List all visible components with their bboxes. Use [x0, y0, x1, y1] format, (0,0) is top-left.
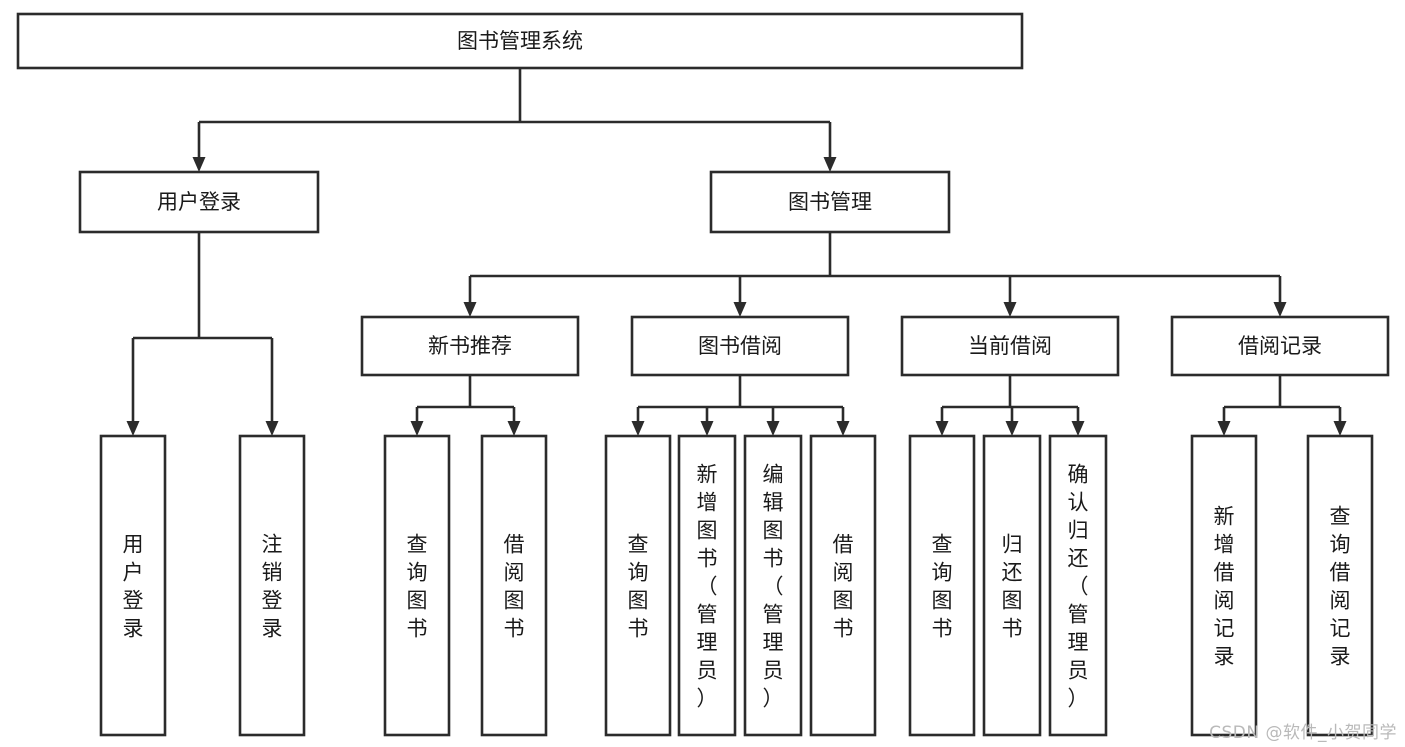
node-box-current	[900, 315, 1120, 377]
node-box-leaf-bk-edit	[743, 434, 803, 737]
node-box-leaf-cb-query	[908, 434, 976, 737]
arrow-head-icon	[1273, 302, 1287, 317]
node-label-leaf-bk-add: 新增图书（管理员）	[697, 462, 718, 710]
arrow-head-icon	[935, 421, 949, 436]
node-leaf-rec-add[interactable]: 新增借阅记录	[1190, 434, 1258, 737]
node-box-leaf-user-login	[99, 434, 167, 737]
arrow-head-icon	[700, 421, 714, 436]
node-leaf-nb-query[interactable]: 查询图书	[383, 434, 451, 737]
node-box-login	[78, 170, 320, 234]
node-newbook[interactable]: 新书推荐	[360, 315, 580, 377]
node-records[interactable]: 借阅记录	[1170, 315, 1390, 377]
node-box-leaf-nb-borrow	[480, 434, 548, 737]
node-box-records	[1170, 315, 1390, 377]
node-label-leaf-cb-confirm: 确认归还（管理员）	[1068, 462, 1089, 710]
arrow-head-icon	[1333, 421, 1347, 436]
node-label-leaf-rec-query: 查询借阅记录	[1330, 504, 1351, 668]
node-label-leaf-user-logout: 注销登录	[262, 532, 283, 640]
node-box-leaf-cb-confirm	[1048, 434, 1108, 737]
connector-group-login	[126, 232, 279, 436]
node-label-borrow: 图书借阅	[698, 334, 782, 358]
arrow-head-icon	[631, 421, 645, 436]
connector-group-records	[1217, 375, 1347, 436]
arrow-head-icon	[733, 302, 747, 317]
node-box-bookmgmt	[709, 170, 951, 234]
node-leaf-cb-confirm[interactable]: 确认归还（管理员）	[1048, 434, 1108, 737]
connector-group-current	[935, 375, 1085, 436]
arrow-head-icon	[836, 421, 850, 436]
arrow-head-icon	[1003, 302, 1017, 317]
node-box-leaf-cb-return	[982, 434, 1042, 737]
node-box-leaf-user-logout	[238, 434, 306, 737]
arrow-head-icon	[1005, 421, 1019, 436]
node-label-leaf-bk-query: 查询图书	[628, 532, 649, 640]
node-leaf-cb-return[interactable]: 归还图书	[982, 434, 1042, 737]
arrow-head-icon	[1071, 421, 1085, 436]
node-box-root	[16, 12, 1024, 70]
node-leaf-cb-query[interactable]: 查询图书	[908, 434, 976, 737]
connector-group-borrow	[631, 375, 850, 436]
node-label-leaf-rec-add: 新增借阅记录	[1214, 504, 1235, 668]
node-leaf-bk-add[interactable]: 新增图书（管理员）	[677, 434, 737, 737]
arrow-head-icon	[126, 421, 140, 436]
node-box-leaf-bk-add	[677, 434, 737, 737]
node-label-leaf-cb-query: 查询图书	[932, 532, 953, 640]
node-box-borrow	[630, 315, 850, 377]
arrow-head-icon	[823, 157, 837, 172]
arrow-head-icon	[463, 302, 477, 317]
nodes-layer: 图书管理系统用户登录图书管理新书推荐图书借阅当前借阅借阅记录用户登录注销登录查询…	[16, 12, 1390, 737]
node-label-leaf-bk-borrow: 借阅图书	[833, 532, 854, 640]
node-leaf-rec-query[interactable]: 查询借阅记录	[1306, 434, 1374, 737]
node-box-leaf-bk-query	[604, 434, 672, 737]
node-label-root: 图书管理系统	[457, 29, 583, 53]
arrow-head-icon	[265, 421, 279, 436]
node-label-leaf-nb-borrow: 借阅图书	[504, 532, 525, 640]
node-root[interactable]: 图书管理系统	[16, 12, 1024, 70]
node-box-leaf-nb-query	[383, 434, 451, 737]
node-box-leaf-rec-query	[1306, 434, 1374, 737]
arrow-head-icon	[192, 157, 206, 172]
arrow-head-icon	[1217, 421, 1231, 436]
edges-layer	[126, 68, 1347, 436]
node-leaf-bk-edit[interactable]: 编辑图书（管理员）	[743, 434, 803, 737]
arrow-head-icon	[766, 421, 780, 436]
node-leaf-user-logout[interactable]: 注销登录	[238, 434, 306, 737]
node-leaf-user-login[interactable]: 用户登录	[99, 434, 167, 737]
node-box-leaf-rec-add	[1190, 434, 1258, 737]
node-borrow[interactable]: 图书借阅	[630, 315, 850, 377]
node-leaf-bk-query[interactable]: 查询图书	[604, 434, 672, 737]
node-box-leaf-bk-borrow	[809, 434, 877, 737]
connector-group-newbook	[410, 375, 521, 436]
node-label-records: 借阅记录	[1238, 334, 1322, 358]
node-label-newbook: 新书推荐	[428, 334, 512, 358]
node-bookmgmt[interactable]: 图书管理	[709, 170, 951, 234]
node-current[interactable]: 当前借阅	[900, 315, 1120, 377]
node-login[interactable]: 用户登录	[78, 170, 320, 234]
node-leaf-bk-borrow[interactable]: 借阅图书	[809, 434, 877, 737]
connector-group-bookmgmt	[463, 232, 1287, 317]
node-label-leaf-nb-query: 查询图书	[407, 532, 428, 640]
node-label-leaf-bk-edit: 编辑图书（管理员）	[763, 462, 784, 710]
arrow-head-icon	[507, 421, 521, 436]
node-label-leaf-user-login: 用户登录	[123, 532, 144, 640]
node-label-current: 当前借阅	[968, 334, 1052, 358]
node-label-leaf-cb-return: 归还图书	[1002, 532, 1023, 640]
node-leaf-nb-borrow[interactable]: 借阅图书	[480, 434, 548, 737]
node-label-bookmgmt: 图书管理	[788, 190, 872, 214]
arrow-head-icon	[410, 421, 424, 436]
node-box-newbook	[360, 315, 580, 377]
node-label-login: 用户登录	[157, 190, 241, 214]
connector-group-root	[192, 68, 837, 172]
